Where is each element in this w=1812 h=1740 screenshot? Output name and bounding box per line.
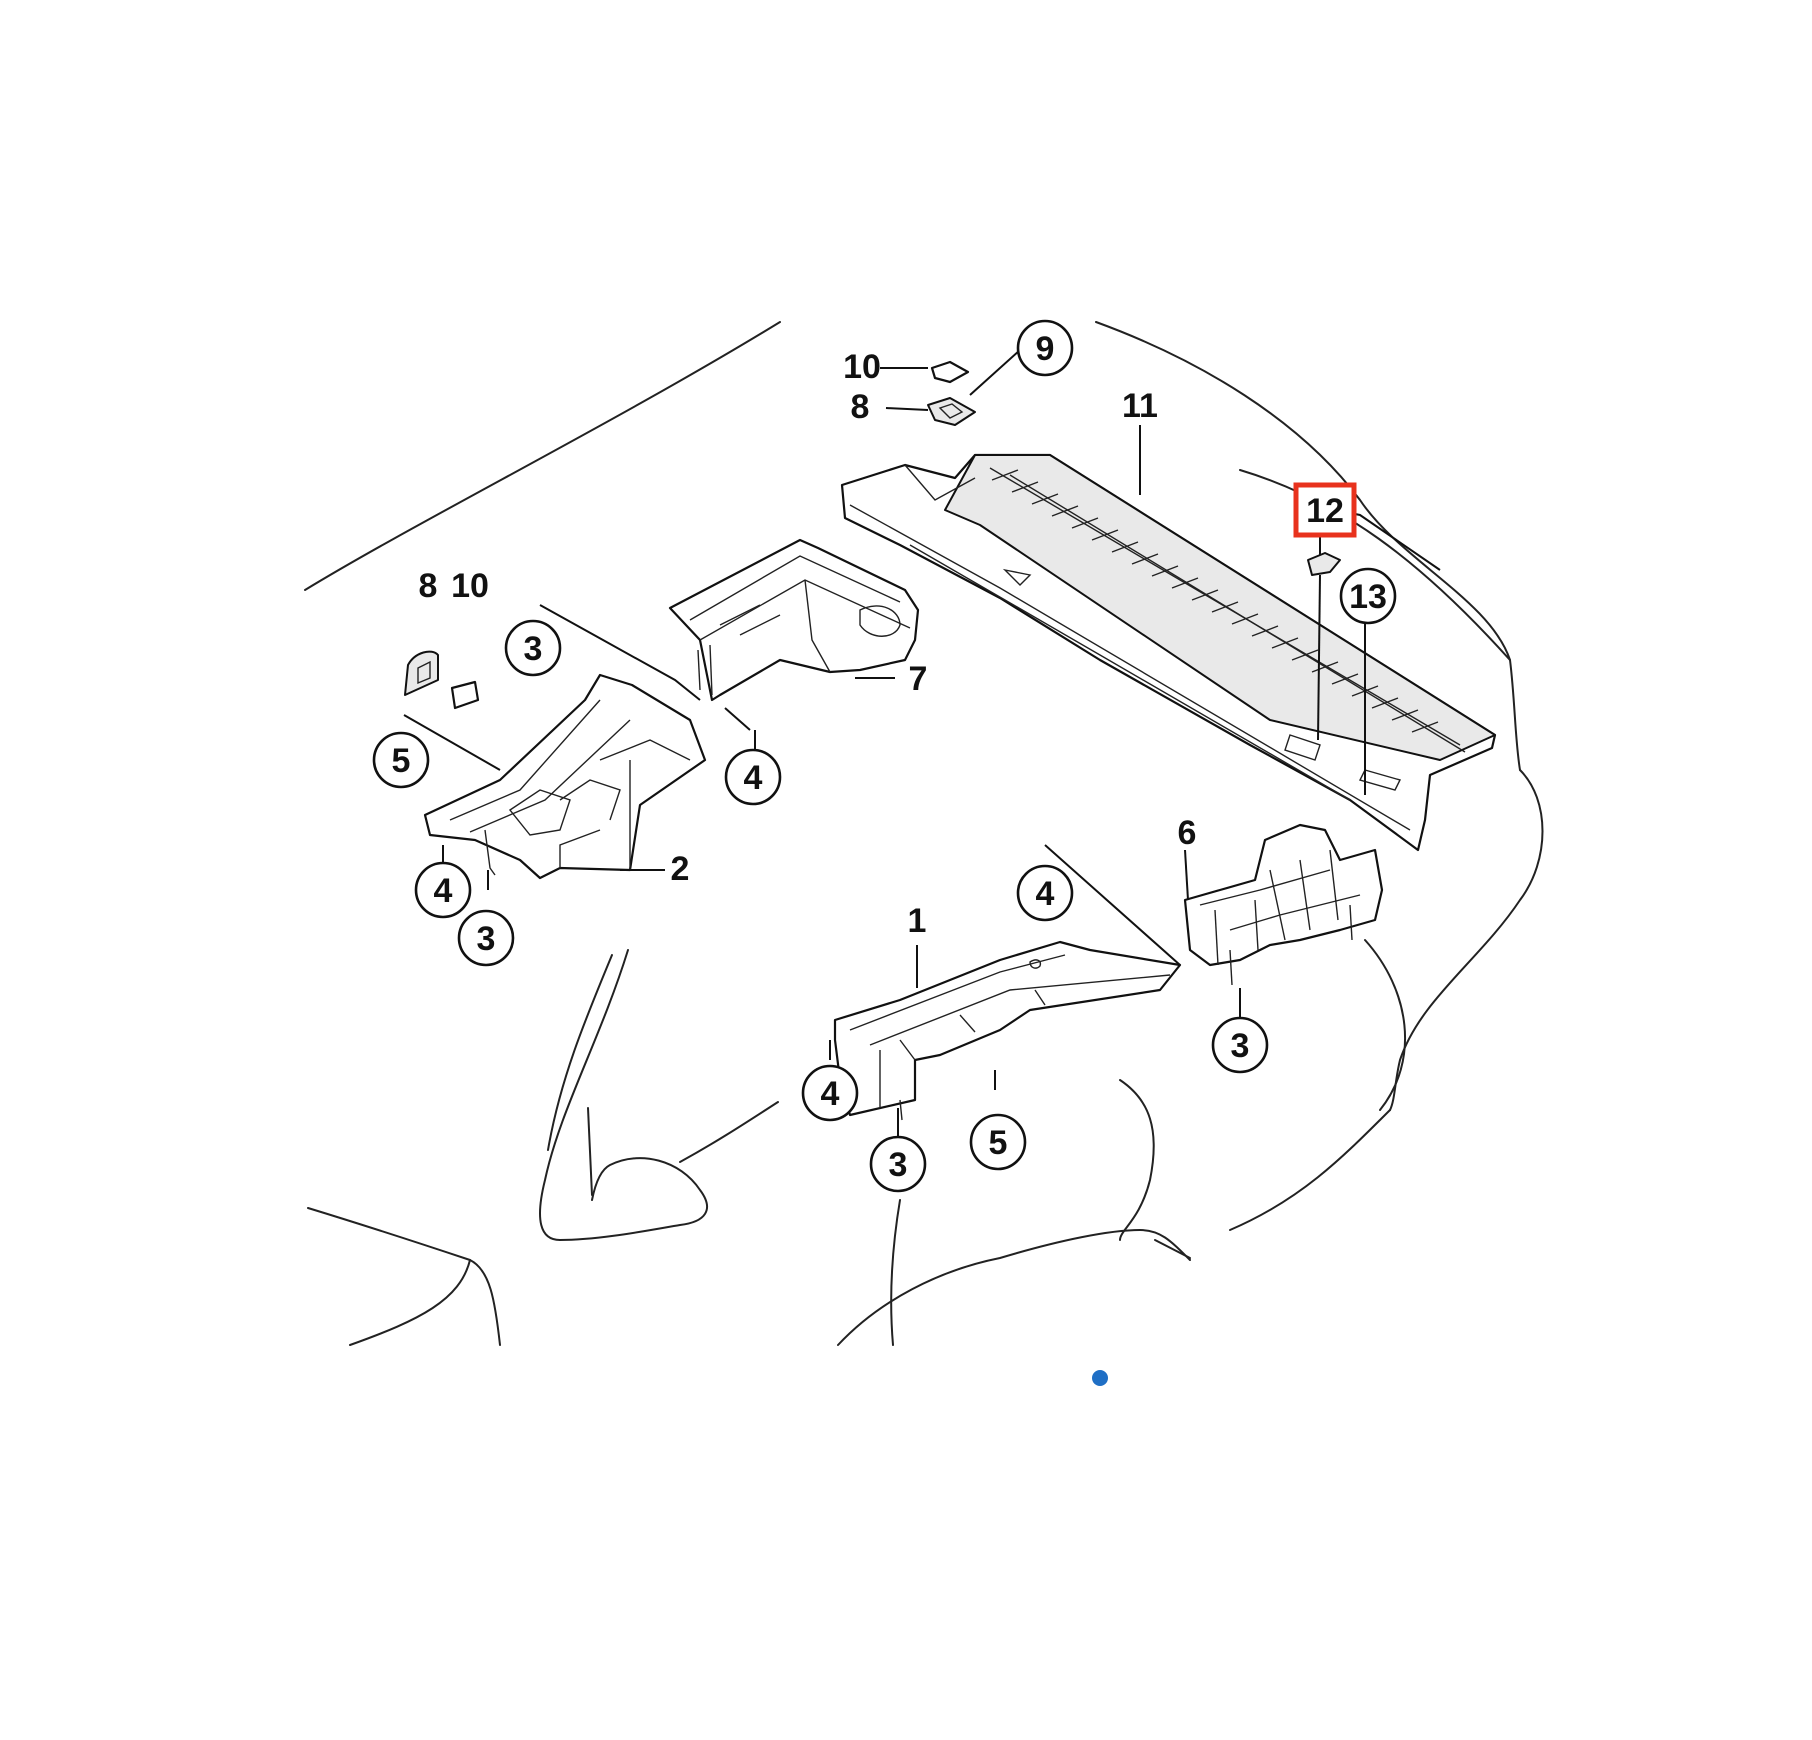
callout-number: 11 [1122, 387, 1158, 425]
callout-number: 4 [1036, 875, 1055, 913]
callout-bubble [1016, 319, 1074, 377]
part-10-cap-left [450, 680, 480, 710]
part-8-cap-top [927, 397, 976, 426]
callout-number: 10 [451, 567, 489, 605]
callout-2: 2 [671, 850, 690, 888]
callout-6: 6 [1178, 814, 1197, 852]
part-6-right-support-bracket [1183, 823, 1384, 986]
callout-4: 4 [414, 861, 472, 919]
callout-3: 3 [504, 619, 562, 677]
callout-bubble [414, 861, 472, 919]
callout-3: 3 [1211, 1016, 1269, 1074]
callout-number: 4 [434, 872, 453, 910]
callout-number: 2 [671, 850, 690, 888]
part-12-clip [1307, 552, 1341, 576]
callout-number: 3 [889, 1146, 908, 1184]
callout-bubble [1339, 567, 1397, 625]
callout-number: 3 [477, 920, 496, 958]
callout-number: 9 [1036, 330, 1055, 368]
callout-5: 5 [969, 1113, 1027, 1171]
part-11-trunk-sill-trim [840, 453, 1497, 852]
callout-8: 8 [851, 388, 870, 426]
callout-3: 3 [457, 909, 515, 967]
callout-bubble [969, 1113, 1027, 1171]
part-10-cap-top [930, 360, 970, 384]
callout-number: 4 [744, 759, 763, 797]
callout-5: 5 [372, 731, 430, 789]
indicator-dot [1092, 1370, 1108, 1386]
callout-1: 1 [908, 902, 927, 940]
callout-bubble [869, 1135, 927, 1193]
callout-10: 10 [451, 567, 489, 605]
callout-4: 4 [1016, 864, 1074, 922]
callout-11: 11 [1122, 387, 1158, 425]
callout-bubble [801, 1064, 859, 1122]
callout-number: 1 [908, 902, 927, 940]
callout-number: 3 [1231, 1027, 1250, 1065]
callout-bubble [1211, 1016, 1269, 1074]
callout-8: 8 [419, 567, 438, 605]
callout-12: 12 [1293, 482, 1357, 538]
callout-number: 12 [1306, 492, 1344, 530]
callout-bubble [1016, 864, 1074, 922]
callout-number: 3 [524, 630, 543, 668]
callout-number: 5 [392, 742, 411, 780]
callout-number: 8 [851, 388, 870, 426]
callout-number: 7 [909, 660, 928, 698]
callout-4: 4 [801, 1064, 859, 1122]
callout-number: 10 [843, 348, 881, 386]
callout-3: 3 [869, 1135, 927, 1193]
callout-number: 13 [1349, 578, 1387, 616]
callout-bubble [372, 731, 430, 789]
callout-number: 6 [1178, 814, 1197, 852]
part-8-cap-left [404, 650, 439, 696]
callout-bubble [504, 619, 562, 677]
part-1-floor-panel [833, 940, 1182, 1121]
callout-bubble [457, 909, 515, 967]
callout-highlight-box [1293, 482, 1357, 538]
callout-number: 4 [821, 1075, 840, 1113]
callout-number: 8 [419, 567, 438, 605]
callout-10: 10 [843, 348, 881, 386]
car-body-outline [304, 321, 1544, 1346]
callout-13: 13 [1339, 567, 1397, 625]
callout-4: 4 [724, 748, 782, 806]
callout-7: 7 [909, 660, 928, 698]
part-7-storage-tray [668, 538, 920, 702]
part-2-left-floor-bracket [423, 673, 707, 880]
callout-9: 9 [1016, 319, 1074, 377]
callout-bubble [724, 748, 782, 806]
callout-number: 5 [989, 1124, 1008, 1162]
